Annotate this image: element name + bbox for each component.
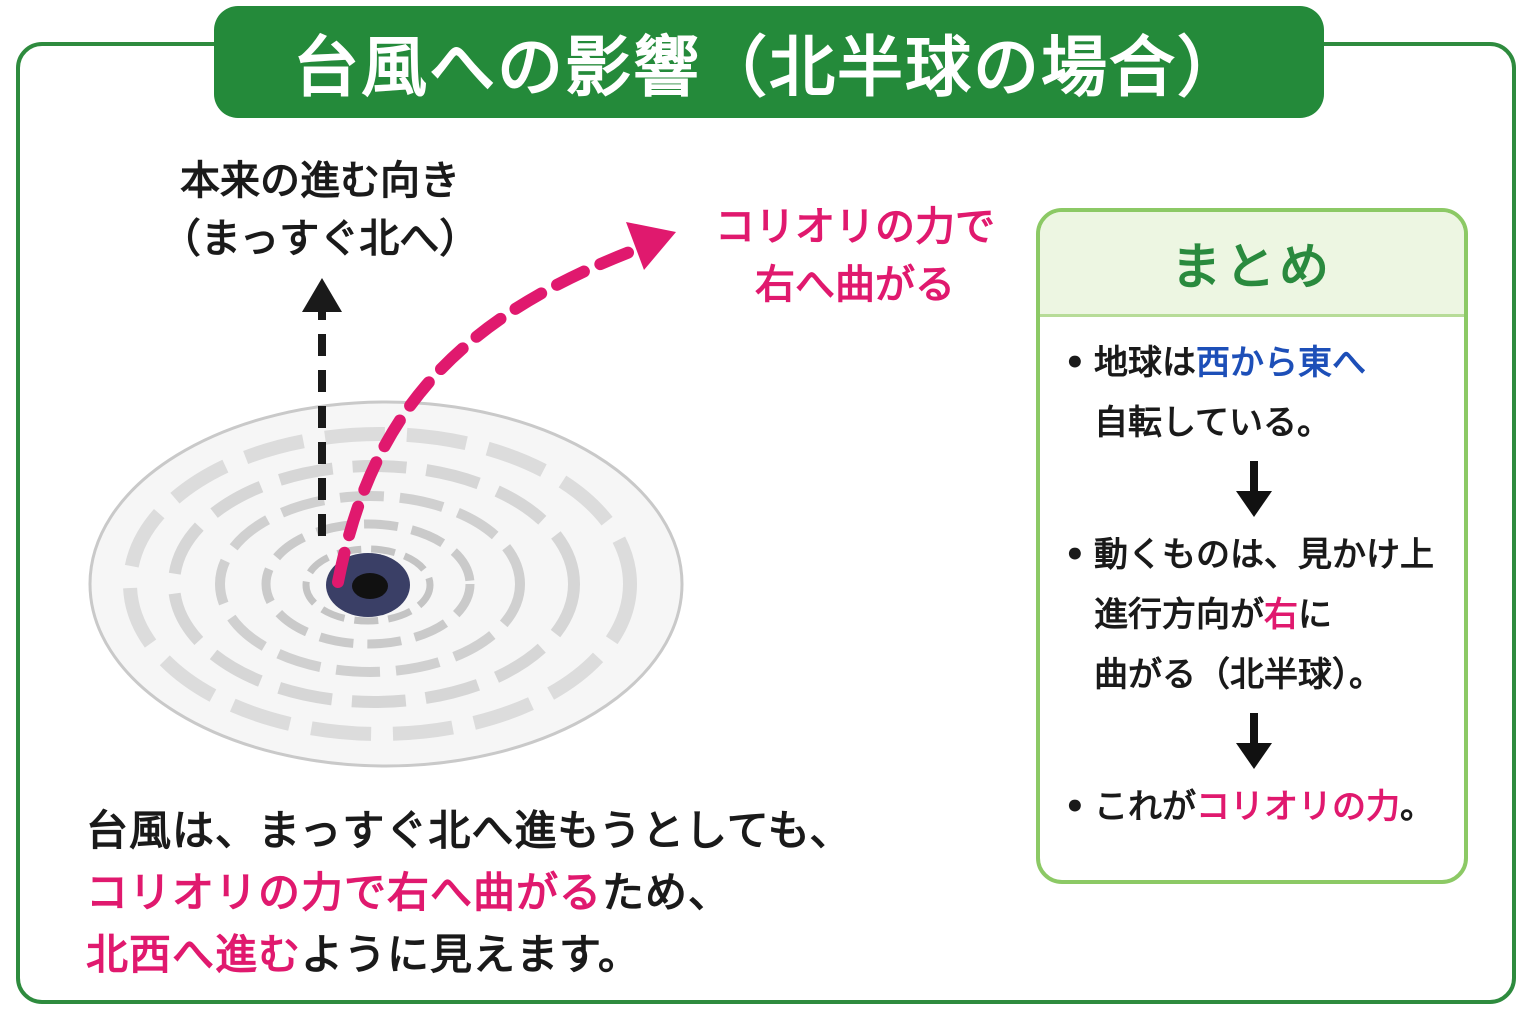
summary-item-rotation: • 地球は西から東へ 自転している。 — [1058, 333, 1464, 453]
bullet-icon: • — [1064, 535, 1086, 575]
summary-item1-line2: 自転している。 — [1094, 403, 1331, 443]
explanation-line3: 北西へ進むように見えます。 — [86, 924, 986, 986]
explanation-text: 台風は、まっすぐ北へ進もうとしても、 コリオリの力で右へ曲がるため、 北西へ進む… — [86, 800, 986, 986]
title-banner: 台風への影響（北半球の場合） — [214, 6, 1324, 118]
explanation-line1: 台風は、まっすぐ北へ進もうとしても、 — [86, 806, 853, 855]
down-arrow-icon — [1236, 713, 1272, 769]
summary-item1-prefix: 地球は — [1094, 343, 1196, 383]
explanation-line3-highlight: 北西へ進む — [86, 930, 302, 979]
summary-item3-prefix: これが — [1094, 787, 1196, 827]
coriolis-label-line1: コリオリの力で — [715, 204, 995, 250]
explanation-line2-highlight: コリオリの力で右へ曲がる — [86, 868, 603, 917]
down-arrow-icon — [1236, 461, 1272, 517]
explanation-line2: コリオリの力で右へ曲がるため、 — [86, 862, 986, 924]
coriolis-label: コリオリの力で 右へ曲がる — [690, 198, 1020, 314]
bullet-icon: • — [1064, 787, 1086, 827]
coriolis-arrow-head — [626, 222, 676, 270]
summary-body: • 地球は西から東へ 自転している。 • 動くものは、見かけ上 進行方向が右に … — [1040, 317, 1464, 837]
coriolis-label-line2: 右へ曲がる — [755, 262, 955, 308]
summary-header: まとめ — [1040, 212, 1464, 317]
summary-item2-line1: 動くものは、見かけ上 — [1094, 535, 1434, 575]
summary-item1-highlight: 西から東へ — [1196, 343, 1366, 383]
page-title: 台風への影響（北半球の場合） — [293, 29, 1245, 106]
original-direction-line1: 本来の進む向き — [180, 158, 460, 204]
original-direction-line2: （まっすぐ北へ） — [160, 216, 480, 262]
bullet-icon: • — [1064, 343, 1086, 383]
summary-item-deflection: • 動くものは、見かけ上 進行方向が右に 曲がる（北半球）。 — [1058, 525, 1464, 705]
coriolis-curved-path — [332, 242, 646, 588]
summary-item2-line2-suffix: に — [1298, 595, 1332, 635]
original-direction-label: 本来の進む向き （まっすぐ北へ） — [150, 152, 490, 268]
summary-item2-line3: 曲がる（北半球）。 — [1094, 655, 1383, 695]
summary-item2-line2-prefix: 進行方向が — [1094, 595, 1264, 635]
summary-item3-suffix: 。 — [1400, 787, 1434, 827]
explanation-line2-rest: ため、 — [602, 868, 732, 917]
explanation-line3-rest: ように見えます。 — [301, 930, 641, 979]
north-arrow-head — [302, 278, 342, 312]
summary-box: まとめ • 地球は西から東へ 自転している。 • 動くものは、見かけ上 進行方向… — [1036, 208, 1468, 884]
summary-item2-line2-highlight: 右 — [1264, 595, 1298, 635]
summary-item3-highlight: コリオリの力 — [1196, 787, 1400, 827]
summary-title: まとめ — [1171, 238, 1333, 296]
summary-item-coriolis: • これがコリオリの力。 — [1058, 777, 1464, 837]
